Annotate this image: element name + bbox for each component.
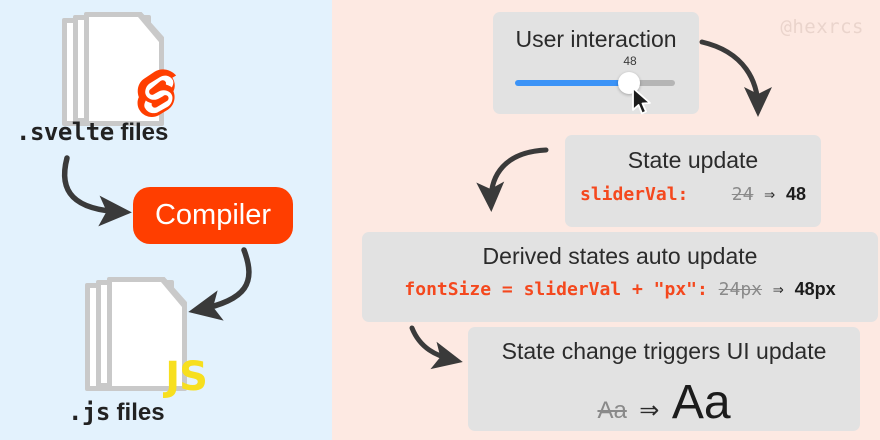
slider-track-remaining[interactable] xyxy=(628,80,675,86)
ui-update-title: State change triggers UI update xyxy=(501,338,827,364)
watermark: @hexrcs xyxy=(780,16,864,38)
svelte-files-label: .svelte files xyxy=(16,118,168,147)
js-files-extension: .js xyxy=(68,398,110,426)
svelte-file-stack-icon xyxy=(62,12,182,130)
step-user-interaction: User interaction 48 xyxy=(493,12,699,115)
js-files-word: files xyxy=(116,399,165,426)
ui-update-new-sample: Aa xyxy=(671,376,731,429)
state-update-title: State update xyxy=(627,147,759,173)
ui-update-transition-glyph: ⇒ xyxy=(639,397,660,424)
ui-update-old-sample: Aa xyxy=(597,397,627,424)
svelte-files-extension: .svelte xyxy=(16,118,114,146)
state-update-old-value: 24 xyxy=(731,184,754,205)
svelte-logo-icon xyxy=(137,69,177,118)
derived-states-title: Derived states auto update xyxy=(482,243,758,269)
slider-control[interactable]: 48 xyxy=(515,54,675,115)
right-panel: @hexrcs User interaction 48 State update… xyxy=(332,0,880,440)
state-update-code: sliderVal: 24 ⇒ 48 xyxy=(565,184,821,205)
step-state-update: State update sliderVal: 24 ⇒ 48 xyxy=(565,135,821,227)
step-derived-states: Derived states auto update fontSize = sl… xyxy=(362,232,878,322)
mouse-pointer-icon xyxy=(632,87,651,115)
derived-states-code-label: fontSize = sliderVal + "px": xyxy=(404,279,708,300)
left-panel: .svelte files Compiler JS .js files xyxy=(0,0,332,440)
js-badge-icon: JS xyxy=(165,354,208,400)
derived-states-new-value: 48px xyxy=(794,279,836,299)
state-update-code-label: sliderVal: xyxy=(580,184,689,205)
derived-states-code: fontSize = sliderVal + "px": 24px ⇒ 48px xyxy=(362,279,878,300)
js-file-stack-icon: JS xyxy=(85,277,208,400)
document-sheet-front xyxy=(107,277,187,391)
ui-update-sample-row: Aa ⇒ Aa xyxy=(468,375,860,430)
state-update-transition-glyph: ⇒ xyxy=(764,184,776,205)
slider-track-filled[interactable] xyxy=(515,80,628,86)
slider-value-label: 48 xyxy=(623,54,637,68)
state-update-new-value: 48 xyxy=(785,184,806,204)
compiler-label: Compiler xyxy=(154,199,272,231)
derived-states-transition-glyph: ⇒ xyxy=(772,279,784,300)
compiler-button[interactable]: Compiler xyxy=(133,187,293,244)
step-ui-update: State change triggers UI update Aa ⇒ Aa xyxy=(468,327,860,431)
svelte-files-word: files xyxy=(120,119,169,146)
user-interaction-title: User interaction xyxy=(515,26,677,52)
js-files-label: .js files xyxy=(68,398,165,427)
derived-states-old-value: 24px xyxy=(718,279,763,300)
